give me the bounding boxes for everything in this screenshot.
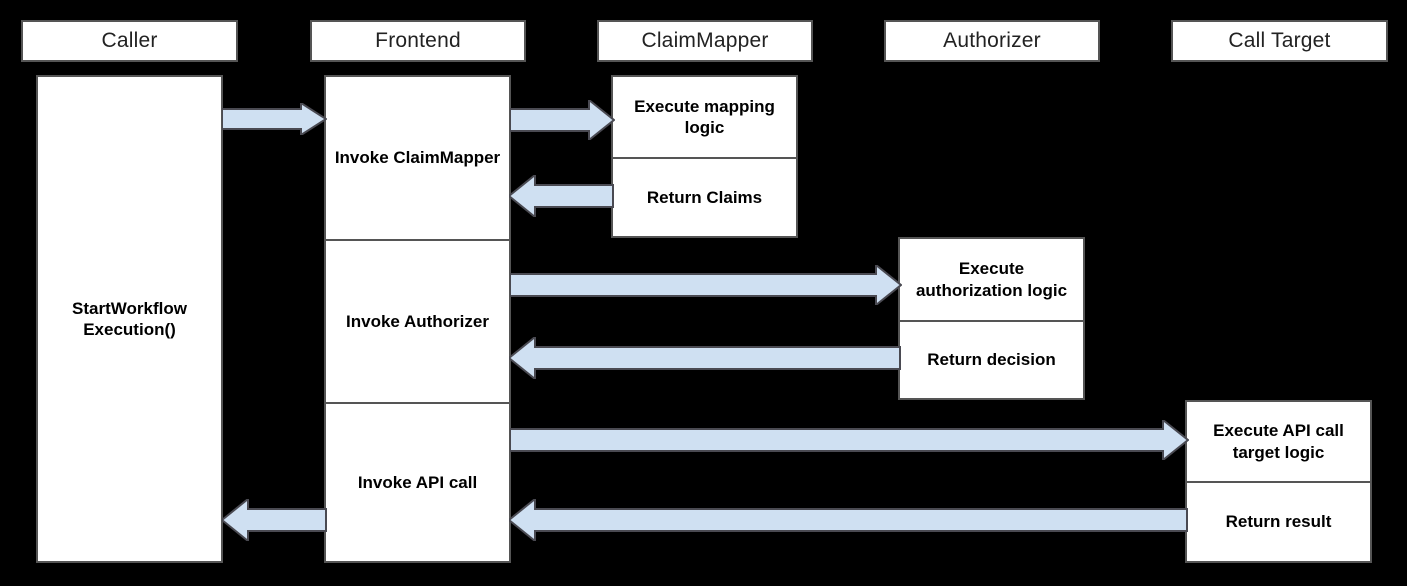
message-arrow-frontend-to-authorizer bbox=[510, 265, 902, 305]
lifeline-label-claimmapper: ClaimMapper bbox=[641, 29, 769, 52]
activation-segment-claimmapper-0: Execute mapping logic bbox=[634, 96, 775, 137]
lifeline-header-claimmapper: ClaimMapper bbox=[597, 20, 813, 62]
activation-segment-calltarget-1: Return result bbox=[1187, 481, 1370, 561]
message-arrow-frontend-to-calltarget bbox=[510, 420, 1189, 460]
message-arrow-calltarget-to-frontend bbox=[509, 499, 1188, 541]
activation-segment-claimmapper-1: Return Claims bbox=[613, 157, 796, 236]
lifeline-header-calltarget: Call Target bbox=[1171, 20, 1388, 62]
activation-segment-calltarget-0: Execute API call target logic bbox=[1213, 421, 1344, 462]
lifeline-header-frontend: Frontend bbox=[310, 20, 526, 62]
activation-segment-frontend-0: Invoke ClaimMapper bbox=[334, 148, 501, 168]
message-arrow-claimmapper-to-frontend bbox=[509, 175, 614, 217]
message-arrow-authorizer-to-frontend bbox=[509, 337, 901, 379]
activation-frontend: Invoke ClaimMapper Invoke Authorizer Inv… bbox=[324, 75, 511, 563]
lifeline-label-authorizer: Authorizer bbox=[943, 29, 1041, 52]
activation-claimmapper: Execute mapping logic Return Claims bbox=[611, 75, 798, 238]
lifeline-label-calltarget: Call Target bbox=[1228, 29, 1331, 52]
activation-segment-frontend-1: Invoke Authorizer bbox=[326, 239, 509, 402]
activation-authorizer: Execute authorization logic Return decis… bbox=[898, 237, 1085, 400]
activation-calltarget: Execute API call target logic Return res… bbox=[1185, 400, 1372, 563]
lifeline-label-frontend: Frontend bbox=[375, 29, 461, 52]
lifeline-label-caller: Caller bbox=[101, 29, 158, 52]
activation-segment-caller-0: StartWorkflow Execution() bbox=[72, 298, 187, 339]
activation-segment-frontend-2: Invoke API call bbox=[326, 402, 509, 561]
activation-caller: StartWorkflow Execution() bbox=[36, 75, 223, 563]
message-arrow-frontend-to-caller bbox=[222, 499, 327, 541]
lifeline-header-caller: Caller bbox=[21, 20, 238, 62]
message-arrow-frontend-to-claimmapper bbox=[510, 100, 615, 140]
lifeline-header-authorizer: Authorizer bbox=[884, 20, 1100, 62]
activation-segment-authorizer-1: Return decision bbox=[900, 320, 1083, 398]
message-arrow-caller-to-frontend bbox=[222, 103, 327, 135]
activation-segment-authorizer-0: Execute authorization logic bbox=[915, 259, 1068, 300]
